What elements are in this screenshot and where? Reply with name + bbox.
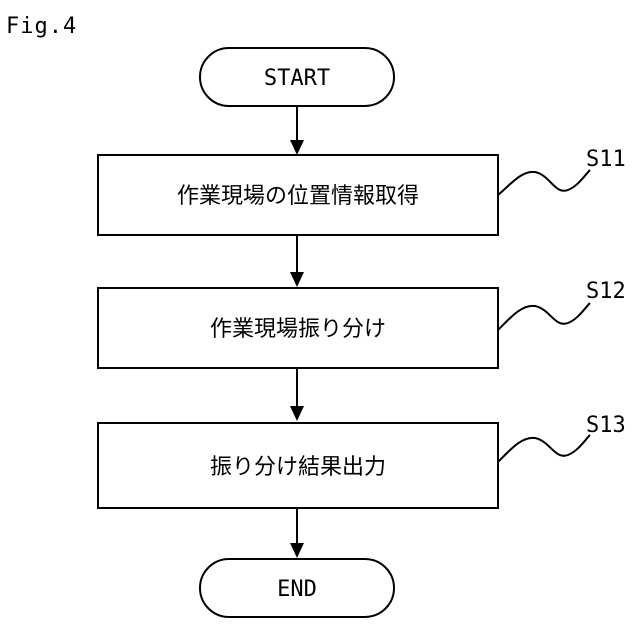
process-label: 振り分け結果出力 [210, 455, 386, 480]
process-box-s11: 作業現場の位置情報取得 [98, 155, 498, 235]
step-callout-s11: S11 [498, 147, 626, 195]
end-label: END [277, 577, 317, 602]
connector-arrow [290, 235, 304, 287]
step-callout-s12: S12 [498, 279, 626, 330]
step-id: S11 [586, 147, 626, 172]
connector-arrow [290, 368, 304, 421]
step-id: S13 [586, 413, 626, 438]
connector-arrow [290, 106, 304, 155]
process-box-s12: 作業現場振り分け [98, 288, 498, 368]
process-box-s13: 振り分け結果出力 [98, 423, 498, 508]
step-callout-s13: S13 [498, 413, 626, 462]
start-terminal: START [200, 48, 394, 106]
start-label: START [264, 66, 330, 91]
process-label: 作業現場の位置情報取得 [177, 184, 419, 209]
step-id: S12 [586, 279, 626, 304]
process-label: 作業現場振り分け [210, 317, 386, 342]
end-terminal: END [200, 559, 394, 617]
connector-arrow [290, 508, 304, 558]
